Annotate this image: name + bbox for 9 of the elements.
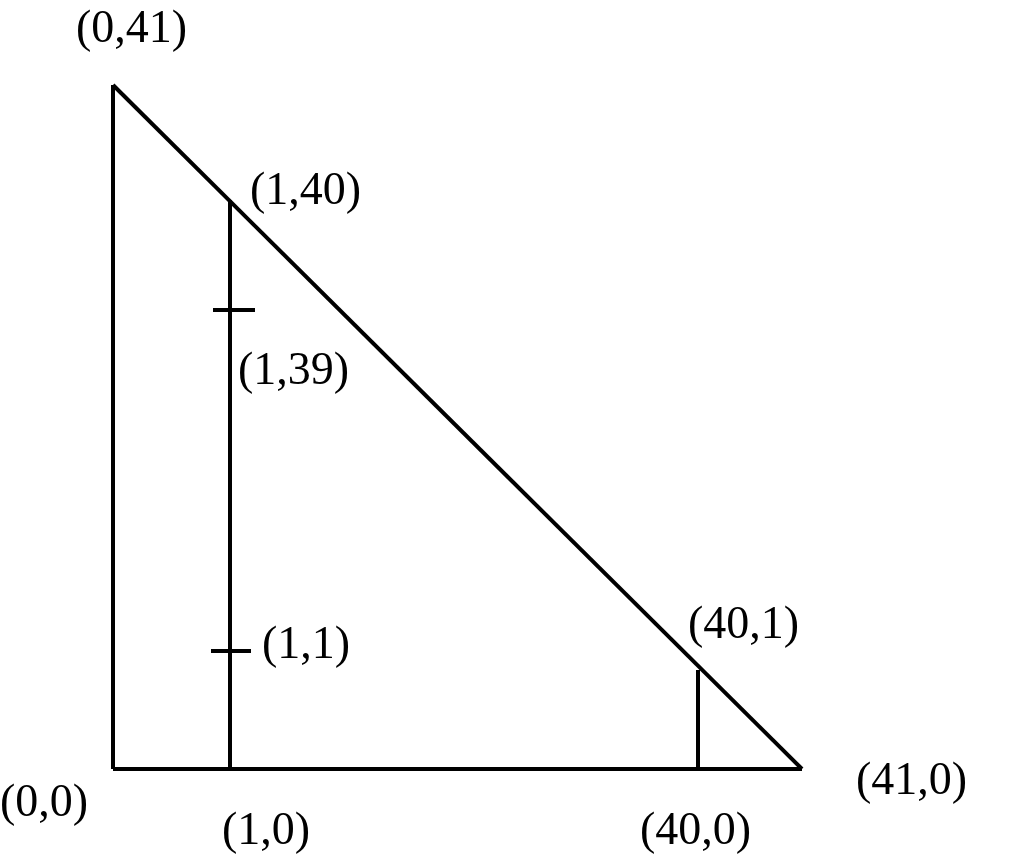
point-label: (41,0) — [856, 756, 968, 802]
point-label: (0,41) — [76, 4, 188, 50]
point-label: (1,39) — [238, 346, 350, 392]
point-label: (1,40) — [250, 166, 362, 212]
point-label: (40,1) — [688, 600, 800, 646]
point-label: (1,0) — [222, 806, 311, 852]
point-label: (1,1) — [262, 620, 351, 666]
point-label: (40,0) — [640, 806, 752, 852]
point-label: (0,0) — [0, 778, 89, 824]
